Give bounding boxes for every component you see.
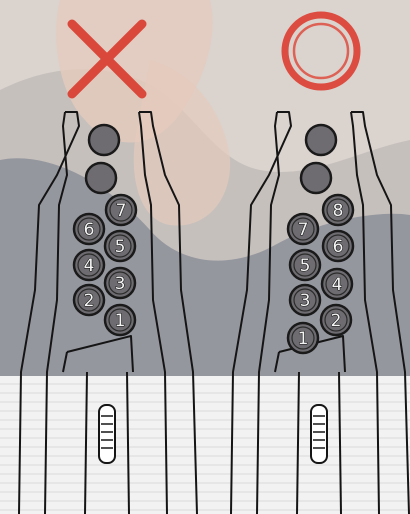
ball-6: 6 (74, 214, 104, 244)
ball-5: 5 (290, 250, 320, 280)
ball-loose (301, 163, 331, 193)
ball-4: 4 (74, 250, 104, 280)
ball-number: 1 (115, 311, 126, 331)
spring-button (311, 405, 327, 463)
ball-2: 2 (74, 285, 104, 315)
ball-2: 2 (321, 305, 351, 335)
ball-7: 7 (106, 195, 136, 225)
ball-1: 1 (288, 323, 318, 353)
ball-loose (306, 125, 336, 155)
ball-number: 2 (84, 291, 95, 311)
ball-loose (89, 125, 119, 155)
ball-3: 3 (105, 268, 135, 298)
ball-number: 5 (115, 237, 126, 257)
ball-number: 2 (331, 311, 342, 331)
lower-panel (0, 376, 410, 514)
ball-number: 1 (298, 329, 309, 349)
ball-number: 4 (332, 275, 343, 295)
ball-number: 4 (84, 256, 95, 276)
ball-number: 3 (115, 274, 126, 294)
ball-6: 6 (323, 231, 353, 261)
ball-3: 3 (290, 285, 320, 315)
ball-number: 6 (333, 237, 344, 257)
ball-loose (86, 163, 116, 193)
ball-number: 8 (333, 201, 344, 221)
ball-number: 3 (300, 291, 311, 311)
spring-button (99, 405, 115, 463)
ball-number: 5 (300, 256, 311, 276)
ball-1: 1 (105, 305, 135, 335)
ball-number: 6 (84, 220, 95, 240)
ball-number: 7 (298, 220, 309, 240)
ball-7: 7 (288, 214, 318, 244)
ball-5: 5 (105, 231, 135, 261)
ball-8: 8 (323, 195, 353, 225)
ball-4: 4 (322, 269, 352, 299)
ball-number: 7 (116, 201, 127, 221)
